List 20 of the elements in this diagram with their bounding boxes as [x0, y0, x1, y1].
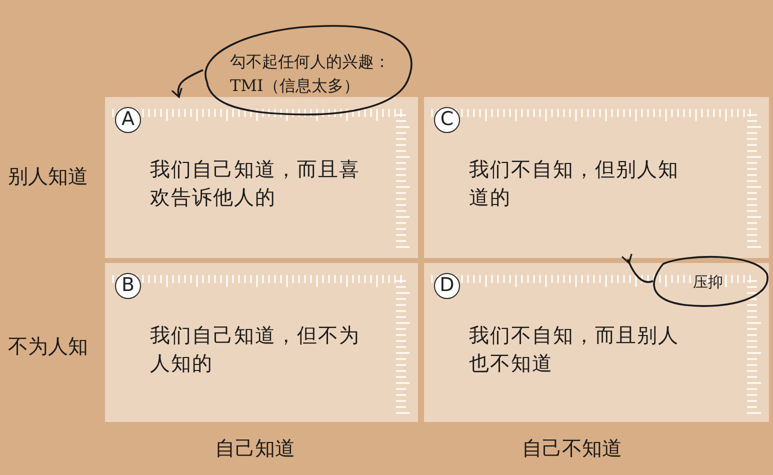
quadrant-text: 我们不自知，而且别人也不知道	[469, 322, 680, 377]
row-heading: 不为人知	[8, 333, 88, 360]
quadrant-text: 我们自己知道，而且喜欢告诉他人的	[150, 156, 361, 211]
curved-arrow	[621, 253, 654, 283]
quadrant-panel	[105, 97, 418, 258]
column-heading: 自己知道	[215, 435, 295, 462]
quadrant-panel	[424, 263, 769, 422]
curved-arrow	[172, 69, 204, 98]
row-heading: 别人知道	[8, 163, 88, 190]
letter-circle: D	[434, 273, 460, 299]
quadrant-panel	[424, 97, 769, 258]
handwritten-note: 勾不起任何人的兴趣：TMI（信息太多）	[230, 51, 391, 97]
quadrant-text: 我们不自知，但别人知道的	[469, 156, 680, 211]
column-heading: 自己不知道	[522, 435, 622, 462]
quadrant-text: 我们自己知道，但不为人知的	[150, 322, 361, 377]
handwritten-note: 压抑	[693, 272, 724, 293]
quadrant-panel	[105, 263, 418, 422]
letter-circle: A	[115, 107, 141, 133]
letter-circle: C	[434, 107, 460, 133]
letter-circle: B	[115, 273, 141, 299]
